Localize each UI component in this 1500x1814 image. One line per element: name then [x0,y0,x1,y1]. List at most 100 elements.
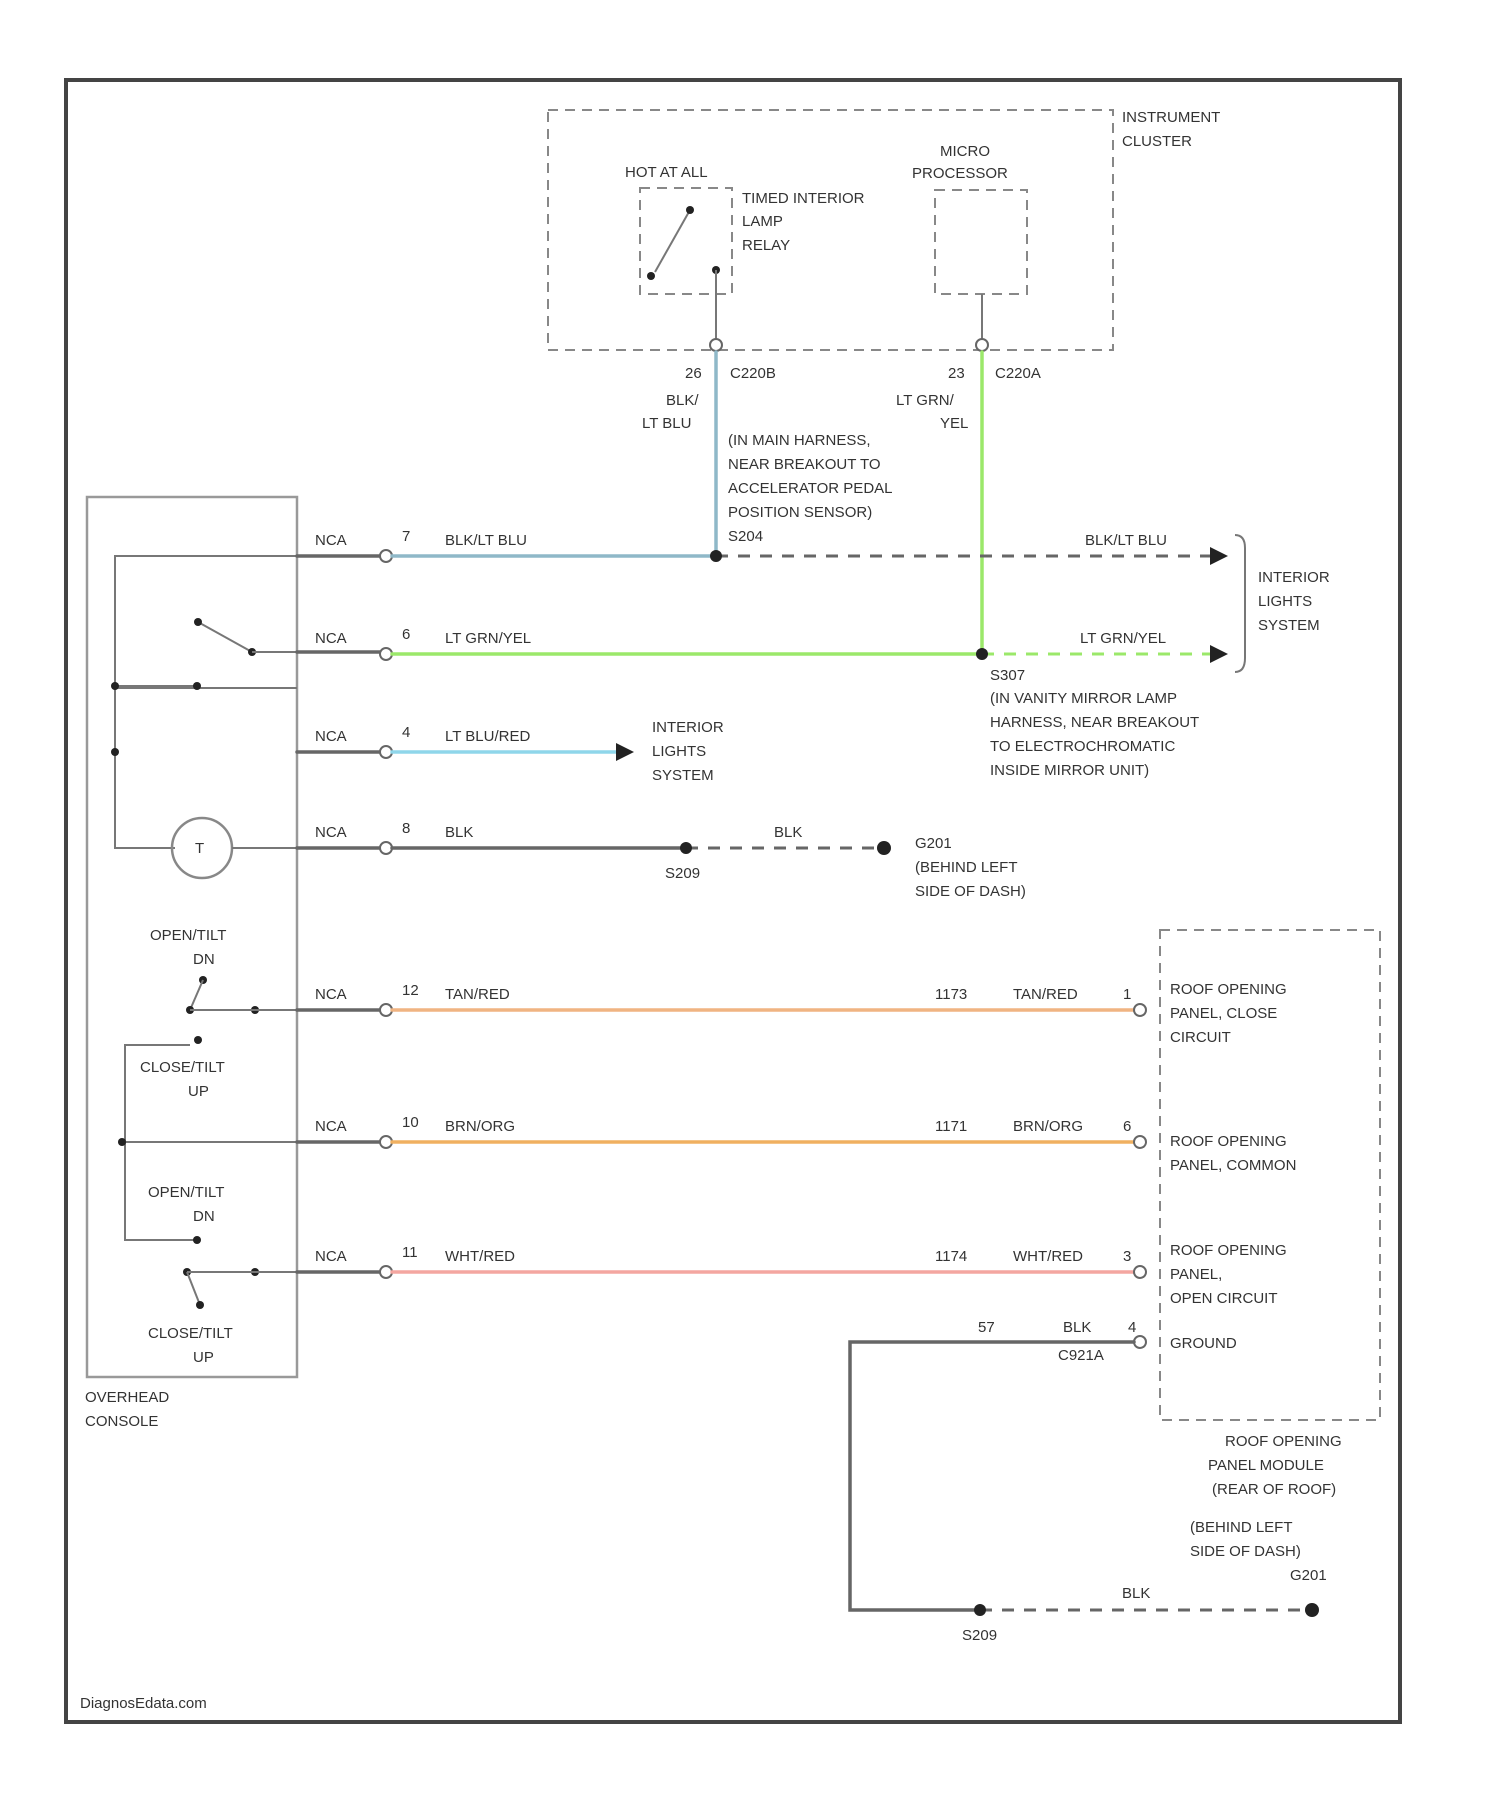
interior-lights-mid-1: INTERIOR [652,719,724,736]
instrument-cluster-box [548,110,1113,350]
close-tilt-up-2-a: CLOSE/TILT [148,1325,233,1342]
open-circuit-3: OPEN CIRCUIT [1170,1290,1278,1307]
roof-switch-2-blade [187,1272,200,1305]
relay-label-2: LAMP [742,213,783,230]
wire-blk-lt-blu-label-2: LT BLU [642,415,691,432]
open-tilt-dn-2-b: DN [193,1208,215,1225]
g201-top-1: G201 [915,835,952,852]
interior-lights-right-2: LIGHTS [1258,593,1312,610]
splice-s307 [976,648,988,660]
circuit-1174: 1174 [935,1248,967,1265]
pin-8: 8 [402,820,410,837]
instrument-cluster-label-1: INSTRUMENT [1122,109,1220,126]
color-4-right: BLK [774,824,802,841]
relay-terminal-left [647,272,655,280]
g201-top-3: SIDE OF DASH) [915,883,1026,900]
s204-note-4: POSITION SENSOR) [728,504,872,521]
arrow-pin7 [1210,547,1228,565]
dome-lamp-glyph: T [195,840,204,857]
g201-bottom-3: G201 [1290,1567,1327,1584]
close-tilt-up-1-b: UP [188,1083,209,1100]
micro-processor-box [935,190,1027,294]
color-2-right: LT GRN/YEL [1080,630,1166,647]
ground-g201-bottom [1305,1603,1319,1617]
s204-note-1: (IN MAIN HARNESS, [728,432,871,449]
color-1-right: BLK/LT BLU [1085,532,1167,549]
interior-lights-right-1: INTERIOR [1258,569,1330,586]
module-label-1: ROOF OPENING [1225,1433,1342,1450]
splice-s209-top [680,842,692,854]
common-1: ROOF OPENING [1170,1133,1287,1150]
pin-10: 10 [402,1114,419,1131]
splice-s209-label: S209 [665,865,700,882]
relay-pivot [686,206,694,214]
arrow-pin4 [616,743,634,761]
pin-26: 26 [685,365,702,382]
pin-11: 11 [402,1244,418,1261]
interior-lights-mid-2: LIGHTS [652,743,706,760]
instrument-cluster-label-2: CLUSTER [1122,133,1192,150]
pin-4: 4 [402,724,410,741]
ground-g201-top [877,841,891,855]
nca-7: NCA [315,1248,347,1265]
s204-note-3: ACCELERATOR PEDAL [728,480,893,497]
watermark: DiagnosEdata.com [80,1695,207,1712]
circuit-1173: 1173 [935,986,967,1003]
s307-note-4: TO ELECTROCHROMATIC [990,738,1175,755]
overhead-console-label-2: CONSOLE [85,1413,158,1430]
nca-2: NCA [315,630,347,647]
wire-blk-lt-blu-label-1: BLK/ [666,392,699,409]
c220a-pin [976,339,988,351]
pin-7: 7 [402,528,410,545]
right-pin-1: 1 [1123,986,1131,1003]
splice-s209-bottom-label: S209 [962,1627,997,1644]
arrow-pin6 [1210,645,1228,663]
common-2: PANEL, COMMON [1170,1157,1296,1174]
color-7-right: WHT/RED [1013,1248,1083,1265]
console-internal-bus [115,556,297,848]
close-circuit-3: CIRCUIT [1170,1029,1231,1046]
interior-lights-right-3: SYSTEM [1258,617,1320,634]
g201-top-2: (BEHIND LEFT [915,859,1018,876]
color-5: TAN/RED [445,986,510,1003]
s307-note-5: INSIDE MIRROR UNIT) [990,762,1149,779]
g201-bottom-1: (BEHIND LEFT [1190,1519,1293,1536]
close-circuit-2: PANEL, CLOSE [1170,1005,1277,1022]
open-tilt-dn-1-a: OPEN/TILT [150,927,226,944]
relay-contact [655,210,690,272]
pin-6: 6 [402,626,410,643]
pin-12: 12 [402,982,419,999]
micro-label-2: PROCESSOR [912,165,1008,182]
right-pin-6: 6 [1123,1118,1131,1135]
open-tilt-dn-1-b: DN [193,951,215,968]
color-4: BLK [445,824,473,841]
relay-label-3: RELAY [742,237,790,254]
pin-23: 23 [948,365,965,382]
conn-c220b: C220B [730,365,776,382]
color-6: BRN/ORG [445,1118,515,1135]
interior-lights-mid-3: SYSTEM [652,767,714,784]
overhead-console-label-1: OVERHEAD [85,1389,169,1406]
color-5-right: TAN/RED [1013,986,1078,1003]
nca-1: NCA [315,532,347,549]
close-tilt-up-2-b: UP [193,1349,214,1366]
right-pin-3: 3 [1123,1248,1131,1265]
s204-note-5: S204 [728,528,763,545]
splice-s209-bottom [974,1604,986,1616]
micro-label-1: MICRO [940,143,990,160]
color-2: LT GRN/YEL [445,630,531,647]
open-tilt-dn-2-a: OPEN/TILT [148,1184,224,1201]
module-label-3: (REAR OF ROOF) [1212,1481,1336,1498]
wire-lt-grn-yel-label-1: LT GRN/ [896,392,955,409]
circuit-1171: 1171 [935,1118,967,1135]
nca-4: NCA [315,824,347,841]
s307-note-2: (IN VANITY MIRROR LAMP [990,690,1177,707]
module-label-2: PANEL MODULE [1208,1457,1324,1474]
ground-pin-4: 4 [1128,1319,1136,1336]
wire-lt-grn-yel-label-2: YEL [940,415,968,432]
door-switch-blade [198,622,252,652]
diagram-frame [66,80,1400,1722]
open-circuit-1: ROOF OPENING [1170,1242,1287,1259]
close-tilt-up-1-a: CLOSE/TILT [140,1059,225,1076]
ground-label: GROUND [1170,1335,1237,1352]
